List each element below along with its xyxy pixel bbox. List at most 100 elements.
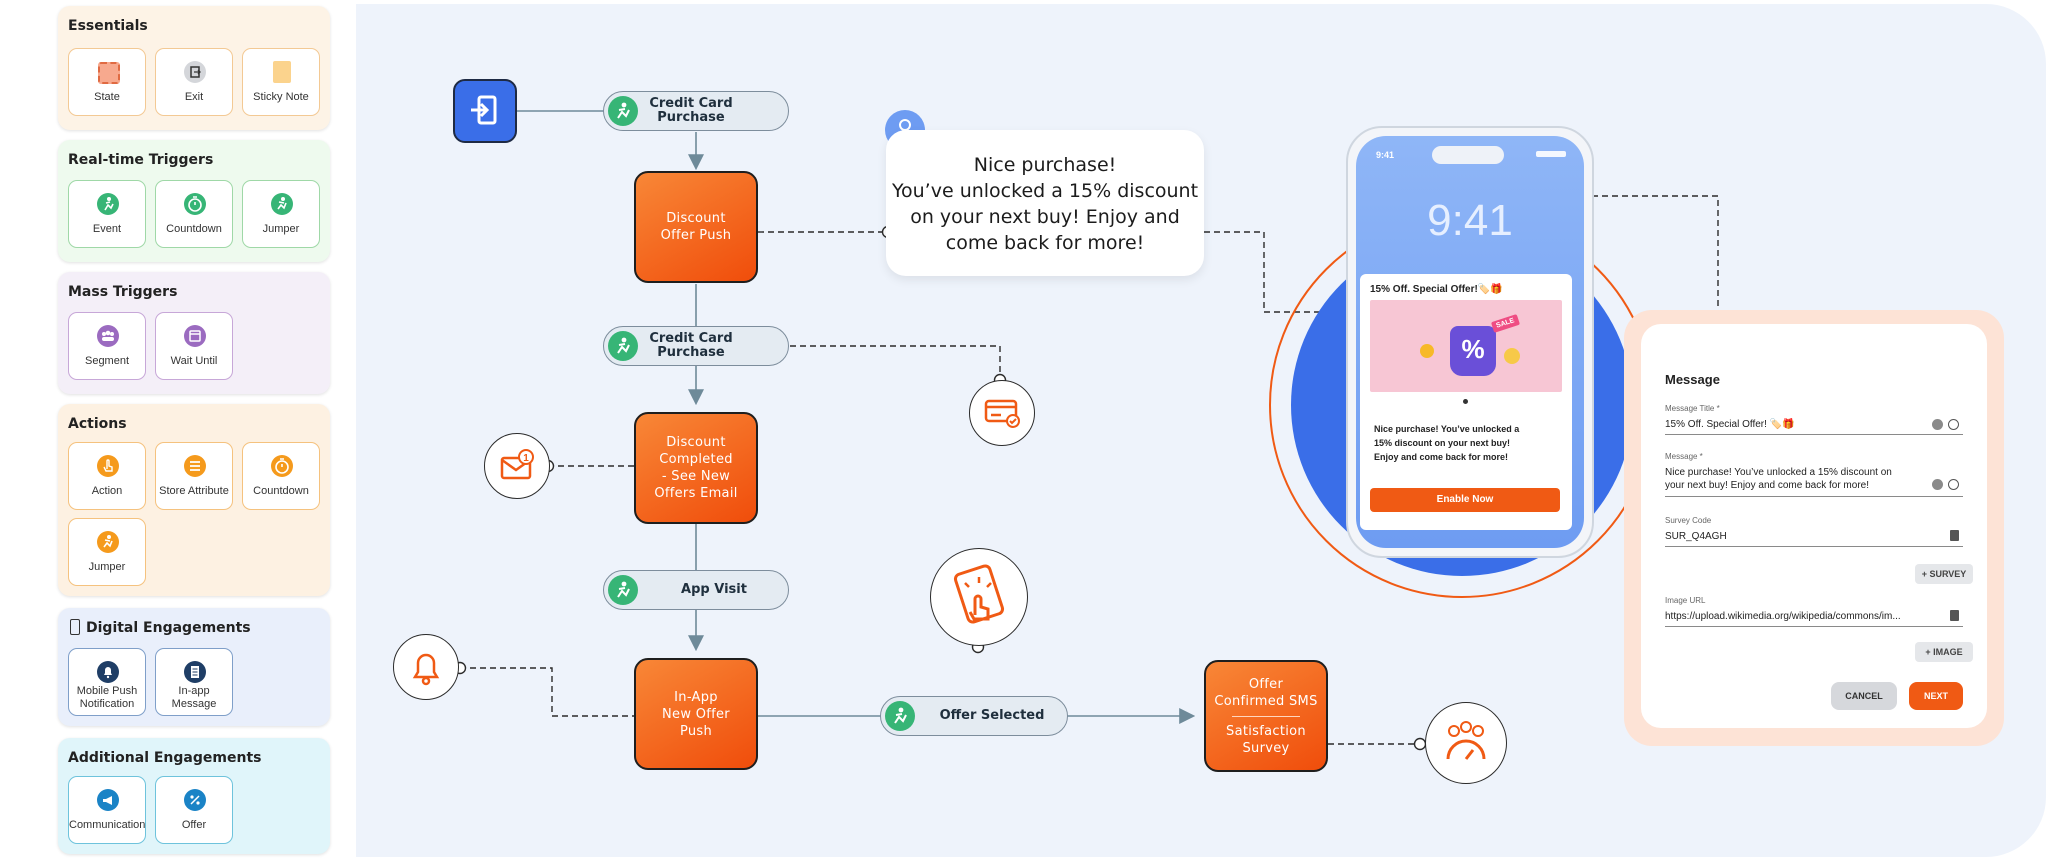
tile-exit[interactable]: Exit xyxy=(155,48,233,116)
segment-icon xyxy=(97,325,119,347)
tile-countdown-action[interactable]: Countdown xyxy=(242,442,320,510)
section-title: Real-time Triggers xyxy=(68,152,214,168)
tile-jumper[interactable]: Jumper xyxy=(242,180,320,248)
status-time: 9:41 xyxy=(1376,150,1395,160)
node-label-line: - See New xyxy=(661,469,731,484)
entry-node[interactable] xyxy=(453,79,517,143)
pill-offer-selected[interactable]: Offer Selected xyxy=(880,696,1068,736)
payment-channel-node[interactable] xyxy=(969,380,1035,446)
tile-label: Countdown xyxy=(253,485,309,497)
tile-state[interactable]: State xyxy=(68,48,146,116)
image-url-input[interactable]: https://upload.wikimedia.org/wikipedia/c… xyxy=(1665,611,1901,622)
tile-communication[interactable]: Communication xyxy=(68,776,146,844)
tile-action[interactable]: Action xyxy=(68,442,146,510)
tile-in-app-message[interactable]: In-app Message xyxy=(155,648,233,716)
node-offer-confirmed-sms[interactable]: Offer Confirmed SMS Satisfaction Survey xyxy=(1204,660,1328,772)
section-mass-triggers: Mass Triggers Segment Wait Until xyxy=(58,272,330,394)
section-title: Actions xyxy=(68,416,127,432)
message-title-input[interactable]: 15% Off. Special Offer! 🏷️🎁 xyxy=(1665,419,1795,430)
add-image-button[interactable]: + IMAGE xyxy=(1915,642,1973,662)
phone-screen: 9:41 9:41 15% Off. Special Offer!🏷️🎁 % S… xyxy=(1356,136,1584,548)
event-icon xyxy=(608,331,638,361)
message-title-label: Message Title * xyxy=(1665,404,1720,413)
survey-code-label: Survey Code xyxy=(1665,516,1712,525)
section-essentials: Essentials State Exit Sticky Note xyxy=(58,6,330,130)
message-line: on your next buy! Enjoy and xyxy=(910,206,1180,228)
tile-countdown[interactable]: Countdown xyxy=(155,180,233,248)
tile-label: Segment xyxy=(84,355,130,367)
emoji-icon xyxy=(1504,348,1520,364)
field-underline xyxy=(1665,496,1963,497)
card-body-line: Enjoy and come back for more! xyxy=(1374,452,1509,462)
tile-label: In-app xyxy=(178,685,210,697)
exit-icon xyxy=(184,61,206,83)
text-format-icon[interactable] xyxy=(1932,479,1943,490)
status-icons xyxy=(1536,151,1566,157)
message-line: You’ve unlocked a 15% discount xyxy=(891,180,1199,202)
delete-survey-icon[interactable] xyxy=(1950,530,1959,541)
pill-credit-card-purchase[interactable]: Credit Card Purchase xyxy=(603,91,789,131)
card-title: 15% Off. Special Offer!🏷️🎁 xyxy=(1370,284,1503,295)
add-survey-button[interactable]: + SURVEY xyxy=(1915,564,1973,584)
emoji-picker-icon[interactable] xyxy=(1948,419,1959,430)
tap-channel-node[interactable] xyxy=(930,548,1028,646)
delete-image-icon[interactable] xyxy=(1950,610,1959,621)
event-icon xyxy=(608,575,638,605)
shopping-bag-icon xyxy=(1450,326,1496,376)
survey-channel-node[interactable] xyxy=(1425,702,1507,784)
cancel-button[interactable]: CANCEL xyxy=(1831,682,1897,710)
pill-label: Offer Selected xyxy=(939,708,1045,723)
email-channel-node[interactable]: 1 xyxy=(484,433,550,499)
next-button[interactable]: NEXT xyxy=(1909,682,1963,710)
tile-store-attribute[interactable]: Store Attribute xyxy=(155,442,233,510)
tile-label: Store Attribute xyxy=(159,485,229,497)
pill-label: Credit Card Purchase xyxy=(649,331,733,360)
node-divider xyxy=(1232,715,1300,717)
tile-jumper-action[interactable]: Jumper xyxy=(68,518,146,586)
image-url-label: Image URL xyxy=(1665,596,1706,605)
tile-segment[interactable]: Segment xyxy=(68,312,146,380)
sticky-note-icon xyxy=(273,61,291,83)
section-additional-engagements: Additional Engagements Communication Off… xyxy=(58,738,330,854)
push-channel-node[interactable] xyxy=(393,634,459,700)
section-realtime-triggers: Real-time Triggers Event Countdown Jumpe… xyxy=(58,140,330,262)
text-format-icon[interactable] xyxy=(1932,419,1943,430)
pill-app-visit[interactable]: App Visit xyxy=(603,570,789,610)
tile-label: Jumper xyxy=(88,561,126,573)
message-body-label: Message * xyxy=(1665,452,1703,461)
node-label-line: Confirmed SMS xyxy=(1214,693,1318,709)
tile-event[interactable]: Event xyxy=(68,180,146,248)
node-label-line: Push xyxy=(679,723,713,739)
tile-label: State xyxy=(94,91,120,103)
tile-label: Exit xyxy=(184,91,204,103)
emoji-picker-icon[interactable] xyxy=(1948,479,1959,490)
tile-label: Wait Until xyxy=(170,355,218,367)
phone-icon xyxy=(70,619,80,635)
jumper-icon xyxy=(271,193,293,215)
tile-wait-until[interactable]: Wait Until xyxy=(155,312,233,380)
tile-offer[interactable]: Offer xyxy=(155,776,233,844)
notification-card[interactable]: 15% Off. Special Offer!🏷️🎁 % SALE Nice p… xyxy=(1360,274,1572,530)
tile-label: Offer xyxy=(181,819,207,831)
enable-now-button[interactable]: Enable Now xyxy=(1370,488,1560,512)
survey-code-input[interactable]: SUR_Q4AGH xyxy=(1665,531,1727,542)
pill-credit-card-purchase-2[interactable]: Credit Card Purchase xyxy=(603,326,789,366)
countdown-icon xyxy=(271,455,293,477)
sale-tag: SALE xyxy=(1490,314,1520,333)
tile-label: Communication xyxy=(69,819,146,831)
message-body-line: your next buy! Enjoy and come back for m… xyxy=(1665,480,1869,491)
section-title: Additional Engagements xyxy=(68,750,262,766)
enter-icon xyxy=(471,95,497,125)
message-body-input[interactable]: Nice purchase! You’ve unlocked a 15% dis… xyxy=(1665,466,1892,492)
tile-label: Countdown xyxy=(166,223,222,235)
megaphone-icon xyxy=(97,789,119,811)
tile-mobile-push[interactable]: Mobile Push Notification xyxy=(68,648,146,716)
node-label-line: New Offer xyxy=(662,706,730,722)
tile-sticky-note[interactable]: Sticky Note xyxy=(242,48,320,116)
